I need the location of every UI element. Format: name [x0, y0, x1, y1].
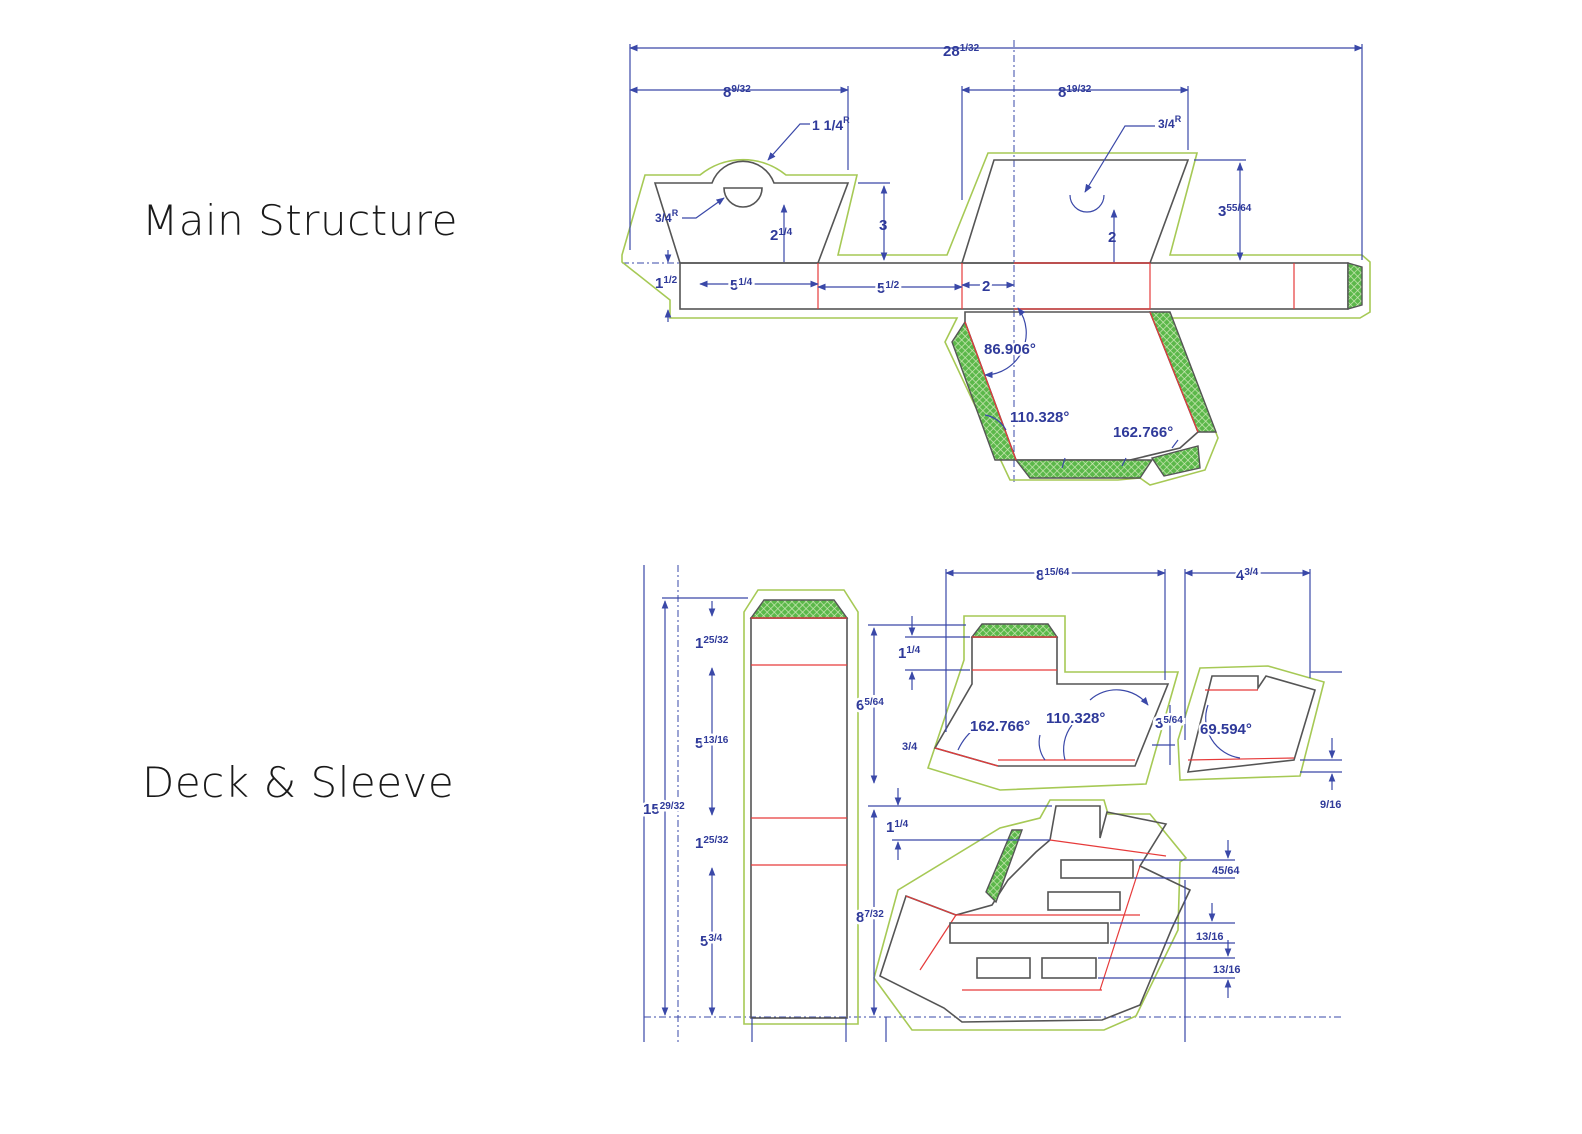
deck-panel — [879, 805, 1192, 1023]
dim-seg1: 51/4 — [730, 277, 753, 294]
sleeve-glue-top — [970, 623, 1059, 638]
dim-angle-3: 162.766° — [1113, 424, 1173, 441]
dim-angle-2: 110.328° — [1010, 409, 1069, 426]
main-left-panel — [653, 160, 850, 264]
sleeve-panel — [933, 636, 1170, 767]
main-glue-bottom — [1014, 459, 1154, 479]
dim-sleeve-height: 65/64 — [856, 697, 884, 714]
main-crease-7 — [964, 321, 1017, 461]
dim-left-height: 21/4 — [770, 227, 793, 244]
main-structure-dieline — [621, 40, 1371, 486]
dim-deck-flap: 11/4 — [886, 819, 909, 836]
strip-bleed — [743, 589, 859, 1025]
dim-step-height: 3 — [879, 217, 887, 234]
main-glue-tab-right — [1347, 262, 1363, 310]
dim-radius-small-right: 3/4R — [1158, 114, 1182, 131]
dim-radius-large: 1 1/4R — [812, 115, 850, 133]
sleeve-bleed — [926, 615, 1180, 791]
main-right-panel — [960, 159, 1190, 264]
dim-sleeve-small: 3/4 — [902, 741, 918, 753]
main-left-thumbhole — [723, 187, 763, 208]
strip-glue-top — [749, 599, 849, 619]
deck-bleed — [873, 799, 1188, 1031]
dim-sleeve-right: 35/64 — [1155, 715, 1183, 732]
deck-glue-left — [985, 829, 1023, 904]
dim-mid-flap: 125/32 — [695, 835, 729, 852]
dim-sleeve-flap: 11/4 — [898, 645, 921, 662]
dim-slot-2: 13/16 — [1196, 931, 1224, 943]
dim-right-height: 355/64 — [1218, 203, 1252, 220]
small-bleed — [1177, 665, 1325, 781]
dim-center-height: 2 — [1108, 229, 1116, 246]
deck-slot-1 — [1060, 859, 1134, 879]
dim-small-width: 43/4 — [1236, 567, 1259, 584]
deck-slot-3 — [949, 922, 1109, 944]
dim-total-height: 1529/32 — [643, 801, 685, 818]
main-dimension-labels: 281/32 89/32 819/32 1 1/4R 3/4R 3/4R 21/… — [655, 43, 1252, 443]
dim-sleeve-angle-1: 162.766° — [970, 718, 1030, 735]
dim-top-flap: 125/32 — [695, 635, 729, 652]
main-crease-8 — [1149, 311, 1199, 433]
dim-overall: 281/32 — [943, 43, 980, 60]
dim-seg3: 2 — [982, 278, 990, 295]
deck-slot-2 — [1047, 891, 1121, 911]
dim-small-angle: 69.594° — [1200, 721, 1252, 738]
dim-small-gap: 9/16 — [1320, 799, 1341, 811]
dim-slot-3: 13/16 — [1213, 964, 1241, 976]
dim-panel-2: 53/4 — [700, 933, 723, 950]
deck-sleeve-dieline — [643, 565, 1342, 1042]
section-label-deck-sleeve: Deck & Sleeve — [142, 758, 455, 807]
main-right-radius-arc — [1069, 194, 1105, 213]
small-panel — [1186, 675, 1316, 773]
dim-deck-height: 87/32 — [856, 909, 884, 926]
deck-dimension-labels: 1529/32 125/32 513/16 125/32 53/4 815/64… — [641, 565, 1342, 977]
main-glue-bottom-right — [1150, 445, 1201, 477]
dim-left-width: 89/32 — [723, 84, 751, 101]
section-label-main-structure: Main Structure — [142, 196, 458, 245]
dim-sleeve-width: 815/64 — [1036, 567, 1070, 584]
deck-slot-4 — [976, 957, 1031, 979]
dim-slot-1: 45/64 — [1212, 865, 1240, 877]
main-bleed-outline — [621, 152, 1371, 486]
dim-sleeve-angle-2: 110.328° — [1046, 710, 1105, 727]
dim-right-width: 819/32 — [1058, 84, 1092, 101]
dim-angle-1: 86.906° — [984, 341, 1036, 358]
dim-band-height: 11/2 — [655, 275, 678, 292]
dim-seg2: 51/2 — [877, 280, 900, 297]
dim-radius-small-left: 3/4R — [655, 208, 679, 225]
dim-panel-1: 513/16 — [695, 735, 729, 752]
main-glue-right — [1148, 311, 1218, 433]
deck-slot-5 — [1041, 957, 1097, 979]
